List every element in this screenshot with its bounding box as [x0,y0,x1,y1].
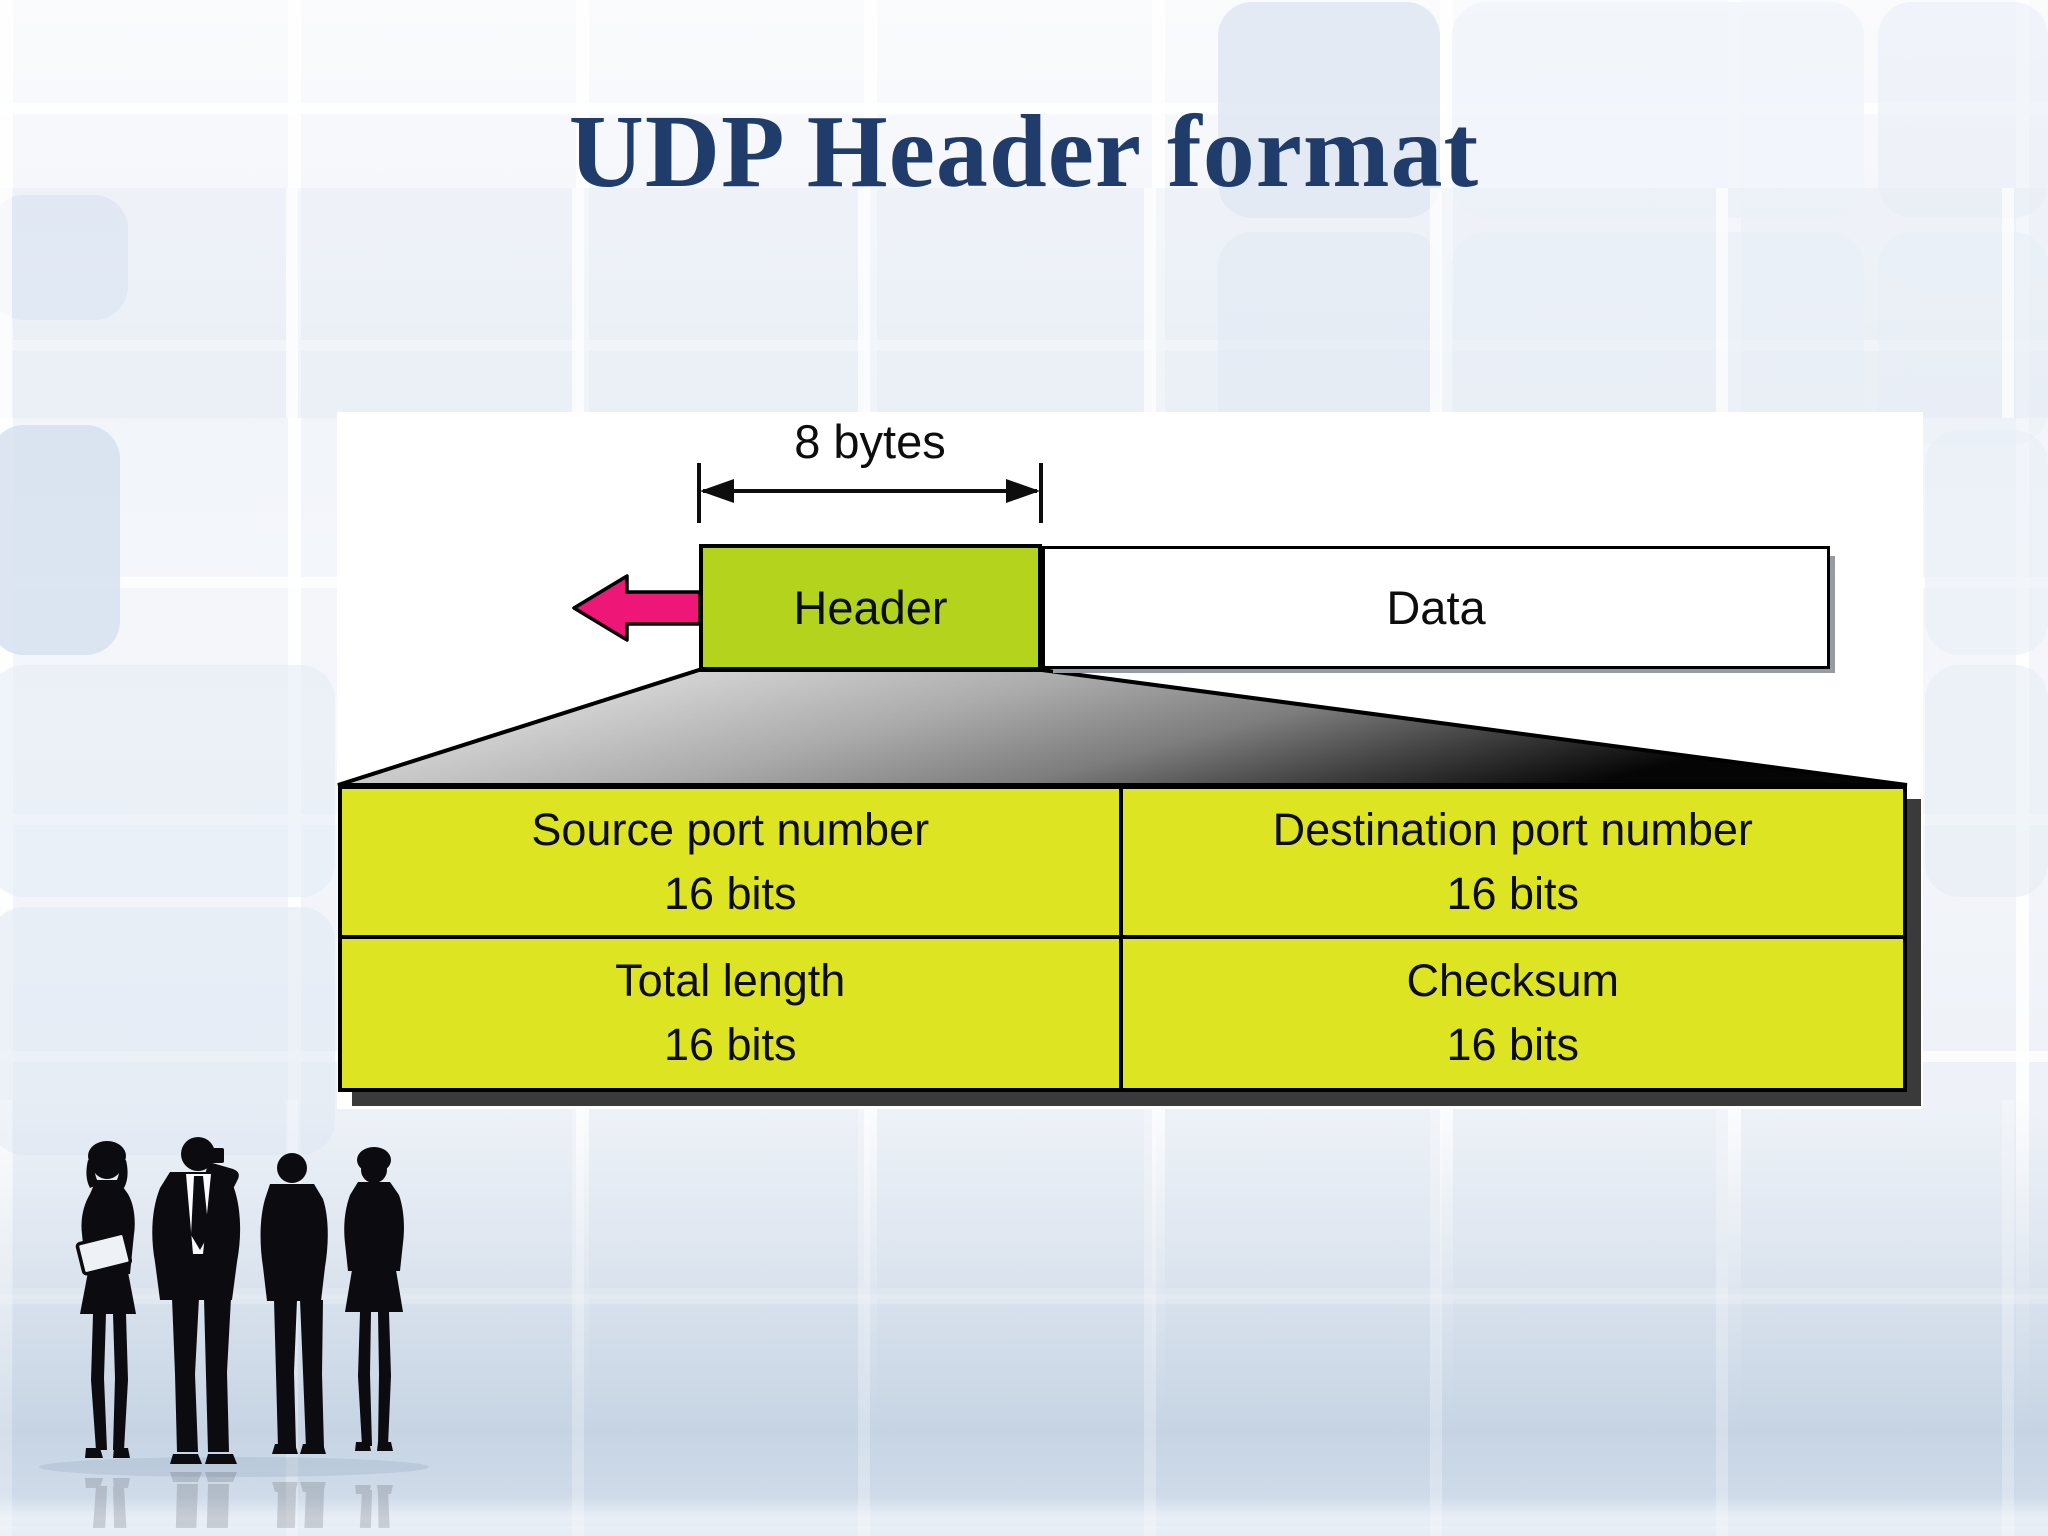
table-cell-checksum: Checksum 16 bits [1123,939,1904,1089]
table-cell-destination-port: Destination port number 16 bits [1122,789,1903,939]
table-cell-source-port: Source port number 16 bits [342,789,1123,939]
double-headed-arrow-icon [700,479,1040,503]
field-name: Checksum [1406,955,1620,1007]
field-name: Total length [615,955,846,1007]
dimension-tick-left [697,463,701,523]
background-tile [1925,665,2048,897]
field-size: 16 bits [1446,867,1580,919]
dimension-tick-right [1039,463,1043,523]
udp-header-table: Source port number 16 bits Destination p… [338,785,1907,1092]
field-name: Destination port number [1272,803,1753,855]
background-tile [1218,2,1440,218]
field-name: Source port number [531,803,930,855]
data-box-label: Data [1386,581,1486,634]
background-tile [1925,430,2048,655]
background-tile [1878,2,2048,218]
field-size: 16 bits [663,867,797,919]
header-box: Header [699,544,1042,671]
background-tile [0,425,120,655]
field-size: 16 bits [1446,1019,1580,1071]
header-box-label: Header [793,581,948,634]
background-band-upper [0,188,2048,418]
arrowhead-right-icon [1006,479,1040,503]
business-people-silhouette [39,1137,429,1528]
table-cell-total-length: Total length 16 bits [342,938,1123,1088]
background-tile [0,665,335,897]
byte-width-label: 8 bytes [794,415,946,468]
field-size: 16 bits [663,1019,797,1071]
arrowhead-left-icon [700,479,734,503]
background-band-bottom [0,1100,2048,1536]
slide-title: UDP Header format [568,94,1480,209]
data-box: Data [1042,546,1830,669]
background-tile [1452,2,1864,218]
